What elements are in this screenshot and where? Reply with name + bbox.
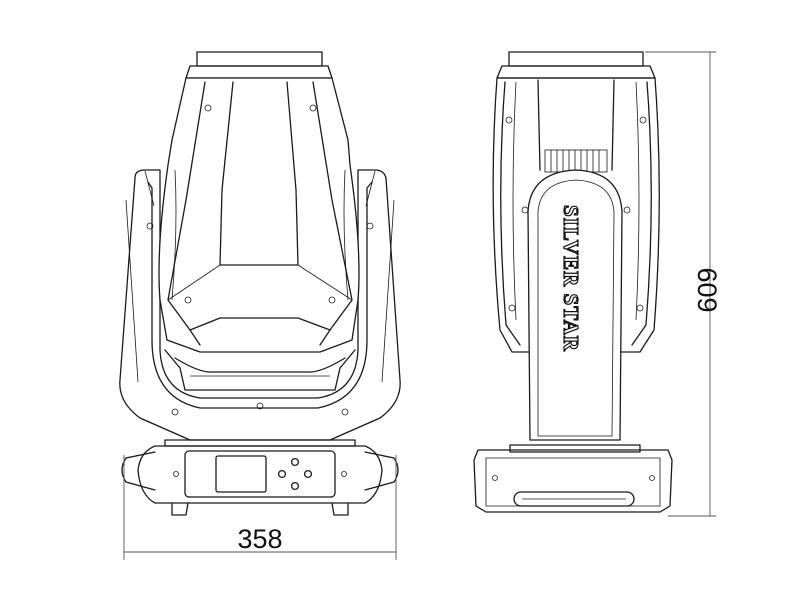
front-view <box>119 51 401 516</box>
dimension-height: 609 <box>645 51 722 517</box>
brand-logo-text: SILVER STAR <box>559 205 583 352</box>
front-base <box>121 439 399 516</box>
front-screws <box>146 104 374 416</box>
display-screen <box>215 455 267 493</box>
side-yoke-arm <box>527 169 623 441</box>
button-left <box>277 469 287 479</box>
side-vent-slot <box>513 491 635 507</box>
front-top-cap <box>196 51 323 67</box>
side-heatsink <box>544 149 608 173</box>
side-top-cap <box>508 51 644 67</box>
button-up <box>290 457 300 467</box>
front-head <box>158 77 360 353</box>
dimension-width: 358 <box>123 455 397 560</box>
side-head <box>492 77 660 353</box>
side-base <box>473 444 673 513</box>
button-right <box>303 469 313 479</box>
side-view: SILVER STAR <box>473 51 673 513</box>
front-control-panel <box>184 450 336 498</box>
height-dimension-label: 609 <box>692 267 722 312</box>
width-dimension-label: 358 <box>237 524 282 554</box>
button-down <box>290 481 300 491</box>
